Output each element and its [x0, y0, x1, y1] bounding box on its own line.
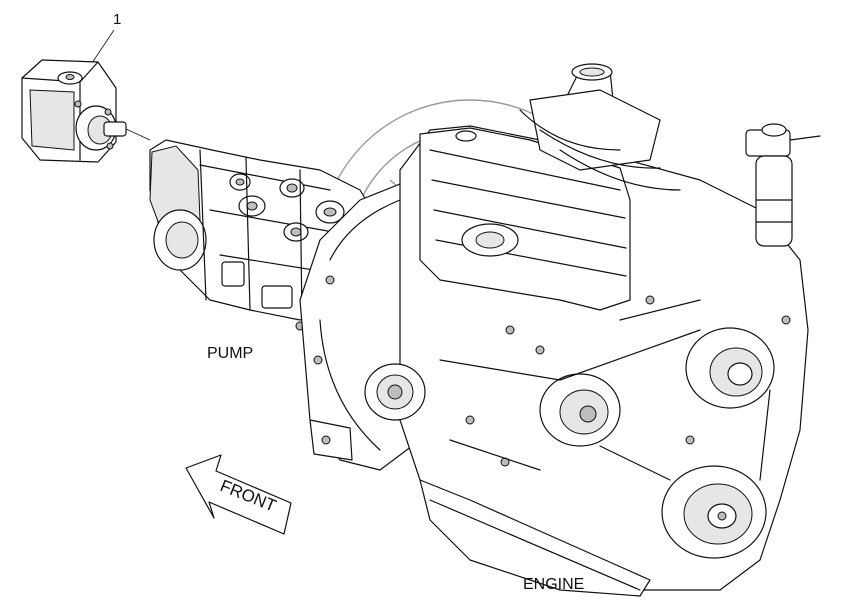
front-direction-arrow[interactable]: FRONT [185, 454, 292, 535]
engine-block[interactable] [364, 63, 821, 597]
pump-label: PUMP [207, 345, 253, 362]
arrow-outline [185, 454, 292, 535]
callout-number: 1 [113, 11, 121, 28]
gear-pump-part-1[interactable] [21, 59, 151, 163]
engine-label: ENGINE [523, 576, 584, 593]
